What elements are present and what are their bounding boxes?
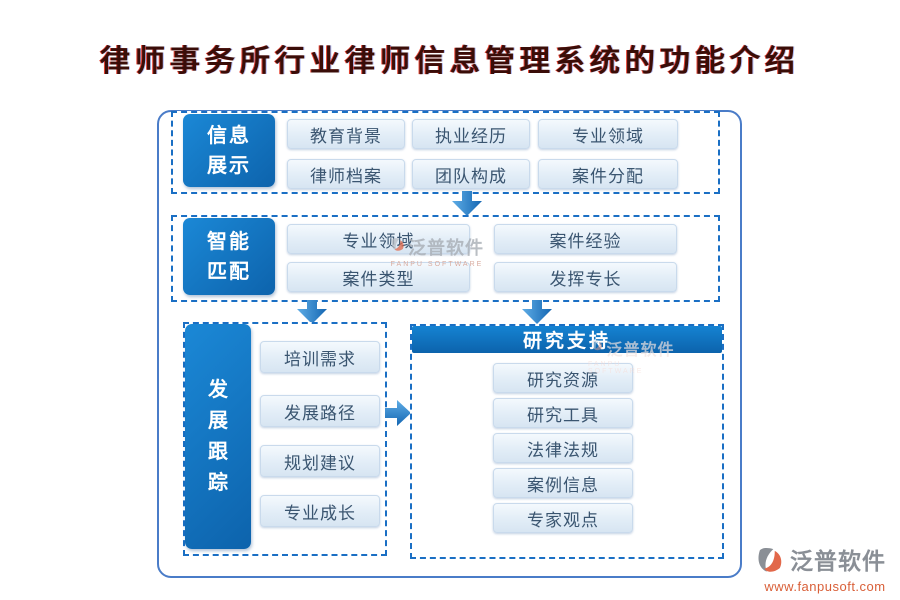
item-laws-regulations: 法律法规 — [493, 433, 633, 463]
arrow-down-icon — [522, 300, 552, 329]
item-specialty-field-match: 专业领域 — [287, 224, 470, 254]
footer-website: www.fanpusoft.com — [764, 579, 886, 594]
label-line: 智能 — [207, 230, 251, 253]
item-practice-experience: 执业经历 — [412, 119, 530, 149]
item-development-path: 发展路径 — [260, 395, 380, 427]
item-team-composition: 团队构成 — [412, 159, 530, 189]
section-label-smart-match: 智能 匹配 — [183, 218, 275, 295]
fanpu-logo-icon — [755, 546, 787, 581]
footer-brand-block: 泛普软件 www.fanpusoft.com — [755, 546, 895, 594]
item-education-background: 教育背景 — [287, 119, 405, 149]
label-char: 跟 — [208, 440, 228, 463]
item-research-tools: 研究工具 — [493, 398, 633, 428]
arrow-down-icon — [297, 300, 327, 329]
section-header-research-support: 研究支持 — [412, 326, 722, 353]
label-char: 发 — [208, 378, 228, 401]
item-leverage-expertise: 发挥专长 — [494, 262, 677, 292]
item-expert-opinions: 专家观点 — [493, 503, 633, 533]
footer-brand-name: 泛普软件 — [790, 548, 886, 574]
page-title: 律师事务所行业律师信息管理系统的功能介绍 — [100, 45, 800, 78]
arrow-down-icon — [452, 191, 482, 221]
label-line: 展示 — [207, 154, 251, 177]
label-char: 踪 — [208, 471, 228, 494]
item-lawyer-archive: 律师档案 — [287, 159, 405, 189]
section-label-dev-tracking: 发 展 跟 踪 — [185, 324, 251, 549]
item-research-resources: 研究资源 — [493, 363, 633, 393]
item-case-assignment: 案件分配 — [538, 159, 678, 189]
label-line: 匹配 — [207, 260, 251, 283]
label-char: 展 — [208, 409, 228, 432]
item-professional-growth: 专业成长 — [260, 495, 380, 527]
item-case-experience: 案件经验 — [494, 224, 677, 254]
item-training-needs: 培训需求 — [260, 341, 380, 373]
section-label-info-display: 信息 展示 — [183, 114, 275, 187]
label-line: 信息 — [207, 124, 251, 147]
arrow-right-icon — [385, 400, 411, 431]
item-planning-advice: 规划建议 — [260, 445, 380, 477]
item-specialty-field: 专业领域 — [538, 119, 678, 149]
item-case-type: 案件类型 — [287, 262, 470, 292]
item-case-info: 案例信息 — [493, 468, 633, 498]
